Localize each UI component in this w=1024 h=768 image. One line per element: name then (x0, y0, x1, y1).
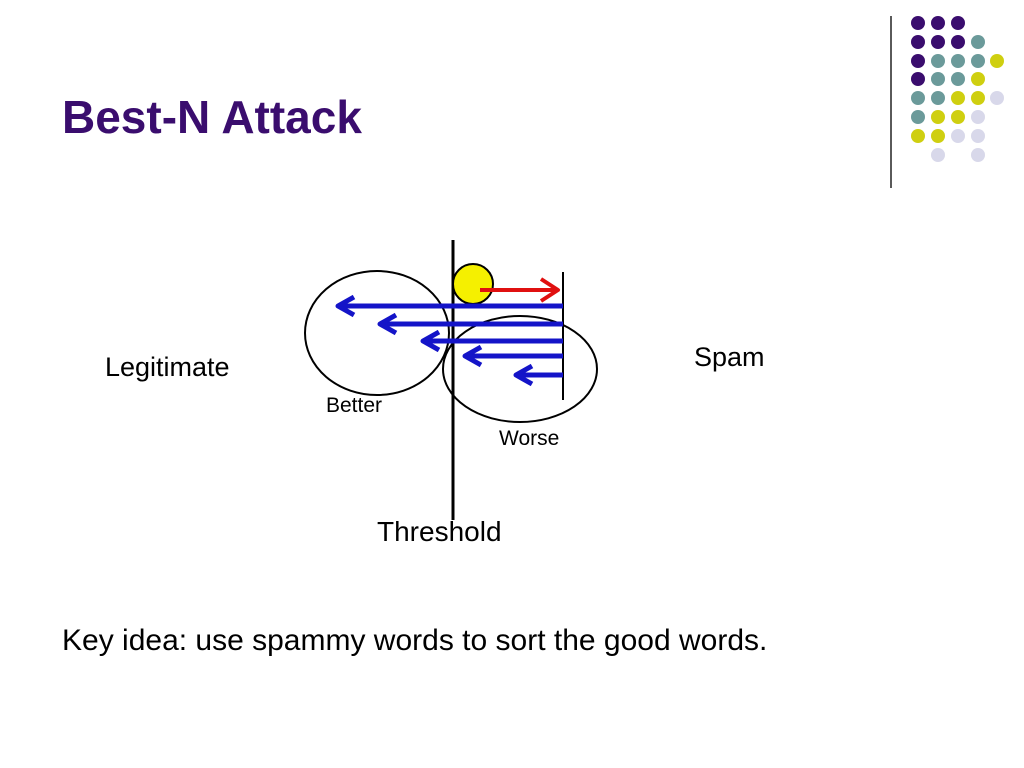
blue-arrow-4 (462, 344, 563, 368)
better-label: Better (326, 394, 383, 417)
decorative-dot (971, 129, 985, 143)
decorative-dot (911, 54, 925, 68)
decorative-dot (911, 35, 925, 49)
decorative-dot (951, 35, 965, 49)
decorative-dot (971, 110, 985, 124)
decorative-dot (971, 54, 985, 68)
decorative-dot (931, 91, 945, 105)
blue-arrow-3 (420, 329, 563, 353)
decorative-dot (931, 110, 945, 124)
decorative-dot (990, 54, 1004, 68)
decorative-dot (911, 91, 925, 105)
blue-arrow-5 (513, 363, 563, 387)
worse-words-ellipse (442, 315, 598, 423)
decorative-dot (951, 54, 965, 68)
decorative-dot (951, 16, 965, 30)
decorative-vertical-line (890, 16, 892, 188)
blue-arrow-1 (335, 294, 563, 318)
decorative-dot (911, 110, 925, 124)
decorative-dot (971, 35, 985, 49)
decorative-dot (971, 148, 985, 162)
decorative-dot (911, 129, 925, 143)
decorative-dot (931, 72, 945, 86)
message-circle (452, 263, 494, 305)
decorative-dot (931, 16, 945, 30)
key-idea-text: Key idea: use spammy words to sort the g… (62, 624, 768, 657)
threshold-label: Threshold (377, 516, 502, 547)
decorative-dot (911, 72, 925, 86)
decorative-dot (931, 35, 945, 49)
decorative-dot (951, 129, 965, 143)
legitimate-label: Legitimate (105, 352, 230, 382)
red-arrow (480, 277, 560, 303)
worse-label: Worse (499, 427, 560, 450)
decorative-dot (971, 91, 985, 105)
decorative-dot (911, 16, 925, 30)
decorative-dot (951, 72, 965, 86)
decorative-dot (951, 91, 965, 105)
decorative-dot (931, 129, 945, 143)
decorative-dot (971, 72, 985, 86)
blue-arrow-2 (377, 312, 563, 336)
better-words-ellipse (304, 270, 450, 396)
decorative-dot (951, 110, 965, 124)
spam-label: Spam (694, 342, 765, 372)
decorative-dot (931, 148, 945, 162)
decorative-dot (931, 54, 945, 68)
slide-title: Best-N Attack (62, 91, 362, 143)
decorative-dot (990, 91, 1004, 105)
